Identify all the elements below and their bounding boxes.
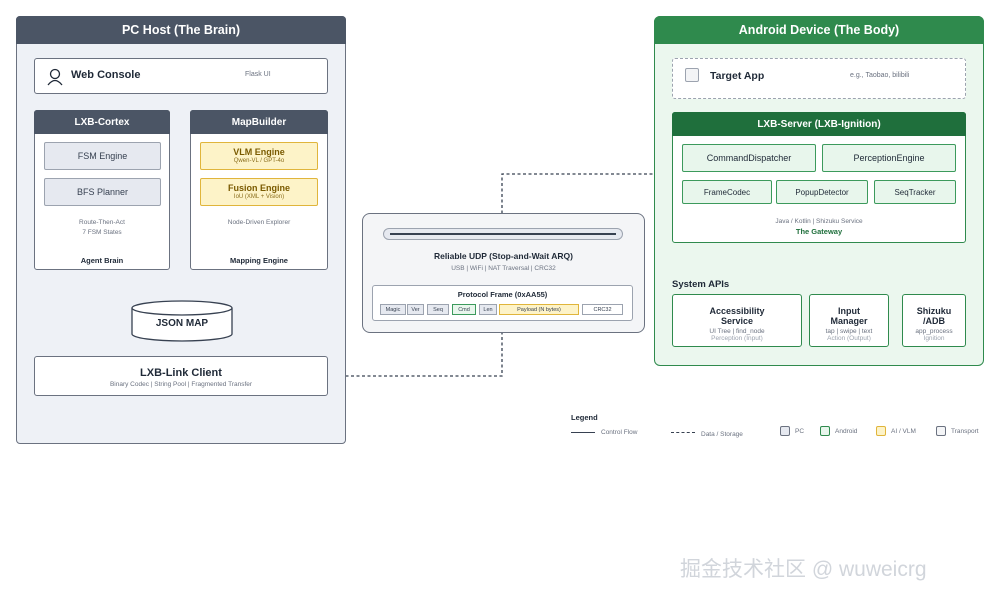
legend-android: Android [835, 428, 858, 435]
api-accessibility-line2: Perception (Input) [711, 335, 763, 342]
server-sub: Java / Kotlin | Shizuku Service [775, 217, 863, 225]
fusion-engine-sub: IoU (XML + Vision) [233, 194, 285, 200]
transport-title: Reliable UDP (Stop-and-Wait ARQ) [434, 251, 573, 261]
bfs-planner-chip: BFS Planner [44, 178, 161, 206]
legend-control-flow: Control Flow [601, 429, 638, 436]
vlm-engine-sub: Qwen-VL / GPT-4o [233, 158, 285, 164]
transport-sub: USB | WiFi | NAT Traversal | CRC32 [451, 264, 556, 272]
watermark: 掘金技术社区 @ wuweicrg [680, 558, 927, 581]
cortex-title: LXB-Cortex [34, 110, 170, 134]
json-map-label: JSON MAP [155, 317, 209, 329]
legend-pc: PC [795, 428, 805, 435]
link-client-sub: Binary Codec | String Pool | Fragmented … [109, 381, 253, 388]
web-console-label: Web Console [71, 69, 141, 81]
protocol-frame-title: Protocol Frame (0xAA55) [457, 290, 548, 299]
api-accessibility-box: Accessibility Service UI Tree | find_nod… [672, 294, 802, 347]
frame-field-payload: Payload (N bytes) [499, 304, 579, 315]
link-client-box: LXB-Link Client Binary Codec | String Po… [34, 356, 328, 396]
server-gateway: The Gateway [795, 227, 843, 236]
legend-pc-swatch [780, 426, 790, 436]
frame-field-ver: Ver [407, 304, 424, 315]
api-shizuku-title1: Shizuku [916, 306, 952, 316]
system-apis-label: System APIs [672, 279, 730, 290]
user-icon [47, 68, 63, 86]
api-shizuku-title2: /ADB [923, 316, 945, 326]
link-client-title: LXB-Link Client [140, 367, 222, 379]
app-square-icon [685, 68, 699, 82]
legend-title: Legend [571, 413, 598, 422]
module-command-dispatcher: CommandDispatcher [682, 144, 816, 172]
module-seq-tracker: SeqTracker [874, 180, 956, 204]
vlm-engine-label: VLM Engine [233, 147, 285, 157]
legend-transport-swatch [936, 426, 946, 436]
mapbuilder-title: MapBuilder [190, 110, 328, 134]
android-title: Android Device (The Body) [654, 16, 984, 44]
api-accessibility-line1: UI Tree | find_node [709, 328, 765, 335]
mapbuilder-footer: Mapping Engine [230, 255, 288, 265]
protocol-frame-box [372, 285, 633, 321]
target-app-note: e.g., Taobao, bilibili [850, 72, 910, 79]
api-shizuku-line2: Ignition [923, 335, 945, 342]
api-accessibility-title2: Service [720, 316, 754, 326]
transport-pipe-line [390, 233, 616, 235]
legend-dashed-line [671, 432, 695, 433]
fusion-engine-label: Fusion Engine [228, 183, 290, 193]
fsm-engine-chip: FSM Engine [44, 142, 161, 170]
cortex-desc-2: 7 FSM States [82, 228, 122, 236]
api-accessibility-title1: Accessibility [709, 306, 765, 316]
module-perception-engine: PerceptionEngine [822, 144, 956, 172]
api-input-title1: Input [838, 306, 860, 316]
server-title: LXB-Server (LXB-Ignition) [672, 112, 966, 136]
vlm-engine-chip: VLM Engine Qwen-VL / GPT-4o [200, 142, 318, 170]
frame-field-seq: Seq [427, 304, 449, 315]
frame-field-cmd: Cmd [452, 304, 476, 315]
api-shizuku-box: Shizuku /ADB app_process Ignition [902, 294, 966, 347]
legend-ai-swatch [876, 426, 886, 436]
module-frame-codec: FrameCodec [682, 180, 772, 204]
pc-host-title: PC Host (The Brain) [16, 16, 346, 44]
legend-android-swatch [820, 426, 830, 436]
target-app-label: Target App [710, 70, 765, 82]
module-popup-detector: PopupDetector [776, 180, 868, 204]
legend-transport: Transport [951, 428, 979, 435]
web-console-note: Flask UI [245, 71, 271, 78]
web-console-box[interactable]: Web Console Flask UI [34, 58, 328, 94]
mapbuilder-desc: Node-Driven Explorer [227, 218, 291, 226]
legend-solid-line [571, 432, 595, 433]
cortex-footer: Agent Brain [80, 255, 124, 265]
api-input-box: Input Manager tap | swipe | text Action … [809, 294, 889, 347]
frame-field-len: Len [479, 304, 497, 315]
cortex-desc-1: Route-Then-Act [79, 218, 125, 226]
legend-data-storage: Data / Storage [701, 431, 743, 438]
api-input-title2: Manager [830, 316, 868, 326]
api-input-line1: tap | swipe | text [825, 328, 873, 335]
api-shizuku-line1: app_process [915, 328, 953, 335]
database-cylinder-icon [131, 300, 233, 342]
legend-ai: AI / VLM [891, 428, 916, 435]
frame-field-crc32: CRC32 [582, 304, 623, 315]
frame-field-magic: Magic [380, 304, 406, 315]
api-input-line2: Action (Output) [827, 335, 871, 342]
fusion-engine-chip: Fusion Engine IoU (XML + Vision) [200, 178, 318, 206]
target-app-box[interactable]: Target App e.g., Taobao, bilibili [672, 58, 966, 99]
